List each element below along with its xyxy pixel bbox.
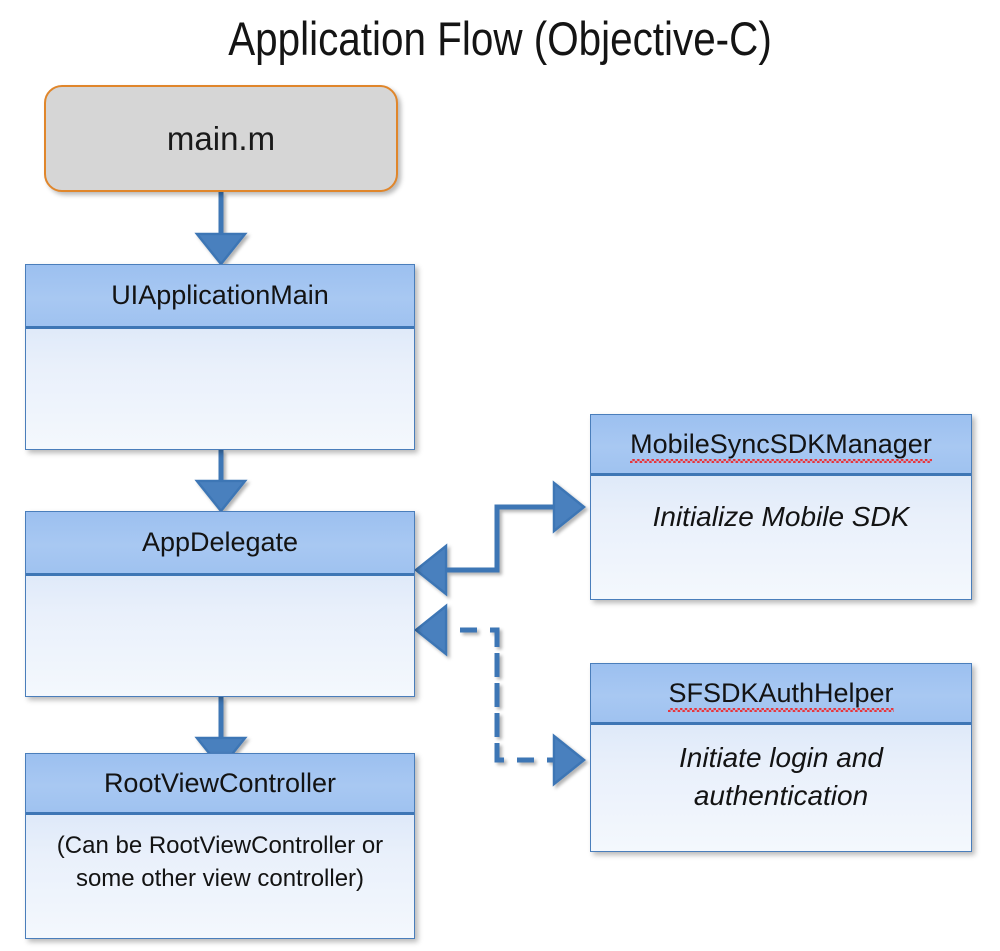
connector-appdelegate-to-mobilesyncsdkmanager (494, 480, 587, 570)
connector-sfsdkauthhelper-to-appdelegate (413, 603, 500, 760)
node-mobilesyncsdkmanager[interactable]: MobileSyncSDKManager Initialize Mobile S… (590, 414, 972, 600)
node-uiapplicationmain[interactable]: UIApplicationMain (25, 264, 415, 450)
node-sfsdkauthhelper[interactable]: SFSDKAuthHelper Initiate login and authe… (590, 663, 972, 852)
node-uiapplicationmain-title: UIApplicationMain (111, 280, 329, 310)
node-main-m[interactable]: main.m (44, 85, 398, 192)
node-appdelegate[interactable]: AppDelegate (25, 511, 415, 697)
node-rootviewcontroller-header: RootViewController (26, 754, 414, 815)
connector-mobilesyncsdkmanager-to-appdelegate (413, 507, 500, 597)
node-appdelegate-body (26, 576, 414, 696)
node-sfsdkauthhelper-title: SFSDKAuthHelper (668, 677, 894, 712)
node-rootviewcontroller-body: (Can be RootViewController or some other… (26, 815, 414, 938)
node-mobilesyncsdkmanager-body: Initialize Mobile SDK (591, 476, 971, 599)
node-main-m-title: main.m (166, 119, 276, 157)
node-rootviewcontroller[interactable]: RootViewController (Can be RootViewContr… (25, 753, 415, 939)
node-mobilesyncsdkmanager-body-text: Initialize Mobile SDK (652, 501, 910, 532)
connector-appdelegate-to-sfsdkauthhelper (494, 630, 587, 787)
node-appdelegate-title: AppDelegate (141, 527, 299, 557)
node-uiapplicationmain-body (26, 329, 414, 449)
node-appdelegate-header: AppDelegate (26, 512, 414, 576)
page-title: Application Flow (Objective-C) (228, 12, 772, 65)
node-rootviewcontroller-body-text: (Can be RootViewController or some other… (56, 832, 384, 892)
node-sfsdkauthhelper-header: SFSDKAuthHelper (591, 664, 971, 725)
node-sfsdkauthhelper-body-text: Initiate login and authentication (679, 742, 883, 811)
node-sfsdkauthhelper-body: Initiate login and authentication (591, 725, 971, 851)
node-mobilesyncsdkmanager-header: MobileSyncSDKManager (591, 415, 971, 476)
node-rootviewcontroller-title: RootViewController (103, 767, 337, 798)
node-uiapplicationmain-header: UIApplicationMain (26, 265, 414, 329)
node-mobilesyncsdkmanager-title: MobileSyncSDKManager (630, 428, 932, 463)
